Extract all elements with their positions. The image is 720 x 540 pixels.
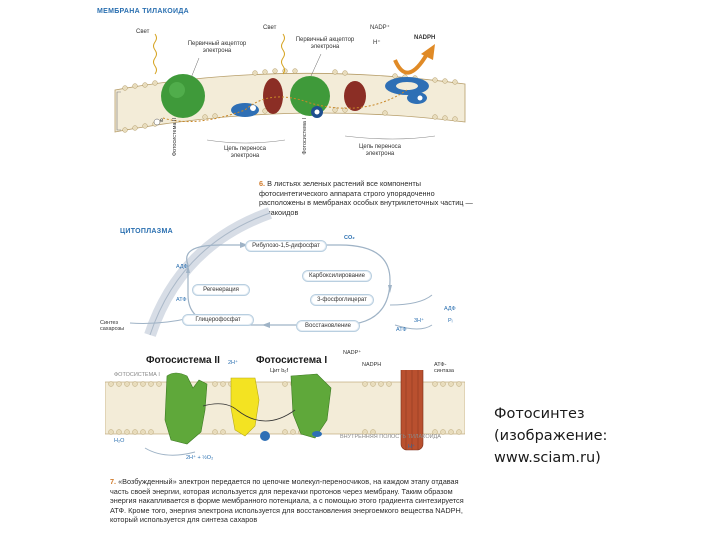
- h-right-label: 3H⁺: [414, 318, 424, 324]
- caption-6-text: В листьях зеленых растений все компонент…: [259, 179, 473, 217]
- nadph-right-label: NADPH: [362, 362, 382, 368]
- ribulose-box: Рибулозо-1,5-дифосфат: [245, 240, 327, 252]
- carboxylation-box: Карбоксилирование: [302, 270, 372, 282]
- h2o-label: H₂O: [114, 438, 125, 444]
- cyt-label: Цит b₆f: [270, 368, 288, 374]
- atf-left-label: АТФ: [176, 297, 187, 303]
- h-label: H⁺: [373, 40, 381, 46]
- light-label-1: Свет: [136, 29, 150, 35]
- electron-chain-label-1: Цепь переноса электрона: [223, 146, 267, 159]
- side-caption-line-1: Фотосинтез: [494, 406, 585, 422]
- caption-6: 6. В листьях зеленых растений все компон…: [259, 179, 481, 217]
- lumen-bottom-label: ВНУТРЕННЯЯ ПОЛОСТЬ ТИЛАКОИДА: [340, 434, 441, 440]
- thylakoid-membrane-diagram: [114, 33, 466, 144]
- side-caption-line-2: (изображение:: [494, 428, 608, 444]
- h-bottom-label: H⁺: [408, 444, 415, 450]
- photosystem-ii-title: Фотосистема II: [146, 355, 220, 366]
- ps1-vertical-label: Фотосистема I: [302, 118, 308, 155]
- ps2-vertical-label: Фотосистема II: [172, 118, 178, 157]
- atp-synthase-label: АТФ-синтаза: [434, 362, 454, 374]
- regeneration-box: Регенерация: [192, 284, 250, 296]
- caption-7-text: «Возбужденный» электрон передается по це…: [110, 477, 464, 525]
- sucrose-synthesis-label: Синтез сахарозы: [100, 320, 125, 332]
- photosystem-i-title: Фотосистема I: [256, 355, 328, 366]
- thylakoid-membrane-heading: МЕМБРАНА ТИЛАКОИДА: [97, 8, 189, 15]
- glycerophosphate-box: Глицерофосфат: [182, 314, 254, 326]
- calvin-cycle-diagram: [129, 207, 433, 337]
- electron-e-label: e: [160, 118, 164, 124]
- o2-label: 2H⁺ + ½O₂: [186, 455, 214, 461]
- nadph-label: NADPH: [414, 35, 436, 41]
- caption-7: 7. «Возбужденный» электрон передается по…: [110, 477, 468, 525]
- lumen-top-label: ФОТОСИСТЕМА I: [114, 372, 160, 378]
- phosphoglycerate-box: 3-фосфоглицерат: [310, 294, 374, 306]
- nadp-label: NADP⁺: [370, 25, 390, 31]
- light-label-2: Свет: [263, 25, 277, 31]
- adp-left-label: АДФ: [176, 264, 188, 270]
- reduction-box: Восстановление: [296, 320, 360, 332]
- side-caption: Фотосинтез (изображение: www.sciam.ru): [494, 403, 607, 469]
- caption-6-number: 6.: [259, 179, 266, 188]
- h-top-label: 2H⁺: [228, 360, 238, 366]
- primary-acceptor-label-2: Первичный акцептор электрона: [295, 37, 355, 50]
- cytoplasm-heading: ЦИТОПЛАЗМА: [120, 228, 173, 235]
- nadp-right-label: NADP⁺: [343, 350, 362, 356]
- photosynthesis-membrane: [105, 370, 465, 456]
- primary-acceptor-label-1: Первичный акцептор электрона: [187, 41, 247, 54]
- adp-right-label: АДФ: [444, 306, 456, 312]
- caption-7-number: 7.: [110, 477, 117, 486]
- side-caption-line-3: www.sciam.ru): [494, 450, 601, 466]
- co2-label: CO₂: [344, 235, 355, 241]
- atf-right-label: АТФ: [396, 327, 407, 333]
- electron-chain-label-2: Цепь переноса электрона: [358, 144, 402, 157]
- pi-right-label: Pᵢ: [448, 318, 453, 324]
